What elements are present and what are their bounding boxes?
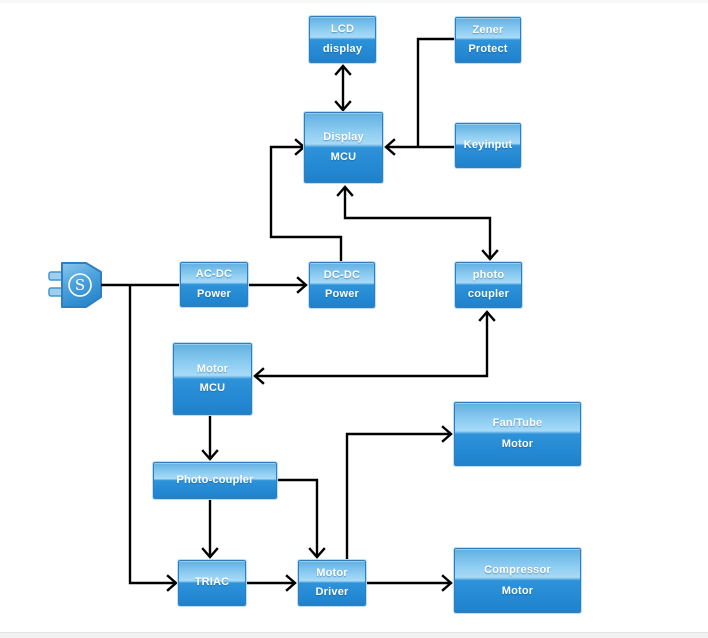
connector-motor-mcu-to-photocoupler	[201, 415, 219, 461]
connector-motor-driver-to-compressor	[366, 574, 453, 592]
node-label: MCU	[330, 150, 357, 163]
arrowhead-right	[285, 574, 297, 592]
node-label: LCD	[330, 23, 355, 36]
arrowhead-down	[308, 547, 326, 559]
node-label: Motor	[501, 438, 534, 450]
connector-acdc-to-dcdc	[248, 276, 308, 294]
plug-source-letter: S	[75, 276, 85, 294]
connector-photocoupler-to-triac	[201, 499, 219, 559]
top-frame-strip	[0, 0, 708, 3]
arrowhead-right	[441, 574, 453, 592]
connector-keyinput-to-display-mcu	[384, 138, 455, 156]
arrowhead-down	[334, 100, 352, 112]
node-label: Keyinput	[463, 138, 513, 151]
arrowhead-left	[384, 138, 396, 156]
node-fan-tube-motor: Fan/Tube Motor	[454, 402, 581, 466]
arrowhead-right	[166, 574, 178, 592]
connector-zener-to-keyinput-line	[416, 37, 455, 148]
node-label: DC-DC	[323, 268, 361, 281]
node-label: Photo-coupler	[176, 473, 254, 486]
plug-body	[61, 262, 102, 308]
arrowhead-right	[296, 276, 308, 294]
connector-lcd-display-mcu	[334, 64, 352, 112]
node-zener-protect: Zener Protect	[455, 17, 521, 63]
node-label: Display	[323, 131, 364, 144]
node-label: Power	[196, 287, 231, 300]
node-label: Zener	[472, 23, 504, 36]
arrowhead-down	[201, 547, 219, 559]
node-label: Power	[324, 288, 359, 300]
node-lcd-display: LCD display	[309, 16, 376, 63]
node-acdc-power: AC-DC Power	[180, 262, 248, 307]
connector-photocoupler-to-motor-driver	[277, 478, 326, 559]
node-compressor-motor: Compressor Motor	[454, 548, 581, 613]
node-label: Compressor	[484, 563, 551, 576]
arrowhead-up	[334, 64, 352, 76]
node-keyinput: Keyinput	[455, 123, 521, 168]
node-photo-coupler-upper: photo coupler	[455, 262, 522, 308]
arrowhead-up	[478, 310, 496, 322]
node-motor-driver: Motor Driver	[298, 560, 366, 606]
node-label: display	[322, 42, 363, 55]
node-label: photo	[472, 268, 505, 281]
power-plug-symbol: S	[48, 262, 102, 308]
connector-triac-to-motor-driver	[246, 574, 297, 592]
arrowhead-left	[253, 367, 265, 385]
arrowhead-up	[336, 185, 354, 197]
node-label: Motor	[196, 362, 229, 375]
node-label: AC-DC	[195, 268, 233, 281]
arrowhead-down	[201, 449, 219, 461]
connector-photo-coupler-motor-mcu	[253, 310, 496, 385]
node-label: Fan/Tube	[492, 417, 543, 430]
node-label: TRIAC	[194, 576, 230, 589]
arrowhead-right	[441, 425, 453, 443]
connector-display-mcu-photo-coupler	[336, 185, 499, 261]
bottom-scrollbar-track[interactable]	[0, 632, 708, 638]
connector-motor-driver-to-fan-tube	[345, 425, 453, 560]
node-label: MCU	[199, 382, 226, 394]
node-label: Motor	[316, 566, 348, 579]
node-motor-mcu: Motor MCU	[173, 343, 252, 415]
node-photo-coupler-lower: Photo-coupler	[153, 462, 277, 499]
connector-plug-to-triac	[128, 285, 178, 592]
node-label: coupler	[467, 288, 510, 300]
node-dcdc-power: DC-DC Power	[309, 262, 375, 308]
node-label: Motor	[501, 584, 534, 597]
node-label: Protect	[468, 43, 508, 55]
node-triac: TRIAC	[178, 560, 246, 606]
node-label: Driver	[315, 586, 349, 598]
node-display-mcu: Display MCU	[304, 112, 383, 183]
arrowhead-down	[481, 249, 499, 261]
plug-ring	[68, 273, 92, 297]
